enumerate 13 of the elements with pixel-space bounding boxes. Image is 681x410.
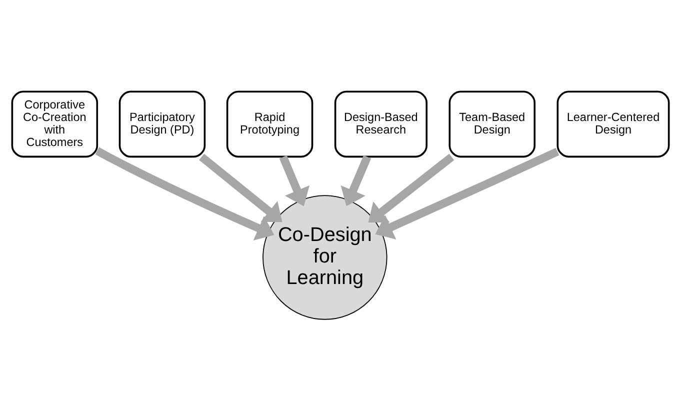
node-box: Rapid Prototyping — [226, 90, 314, 158]
arrow — [368, 153, 454, 222]
node-box: Corporative Co-Creation with Customers — [11, 90, 98, 158]
node-circle: Co-Design for Learning — [262, 194, 388, 320]
arrow — [375, 147, 560, 239]
node-box: Learner-Centered Design — [556, 90, 670, 158]
node-box: Design-Based Research — [334, 90, 428, 158]
arrow — [340, 154, 372, 206]
node-box: Participatory Design (PD) — [118, 90, 206, 158]
node-box: Team-Based Design — [448, 90, 536, 158]
arrow — [199, 153, 282, 222]
arrow — [279, 154, 310, 206]
arrow — [95, 146, 274, 240]
